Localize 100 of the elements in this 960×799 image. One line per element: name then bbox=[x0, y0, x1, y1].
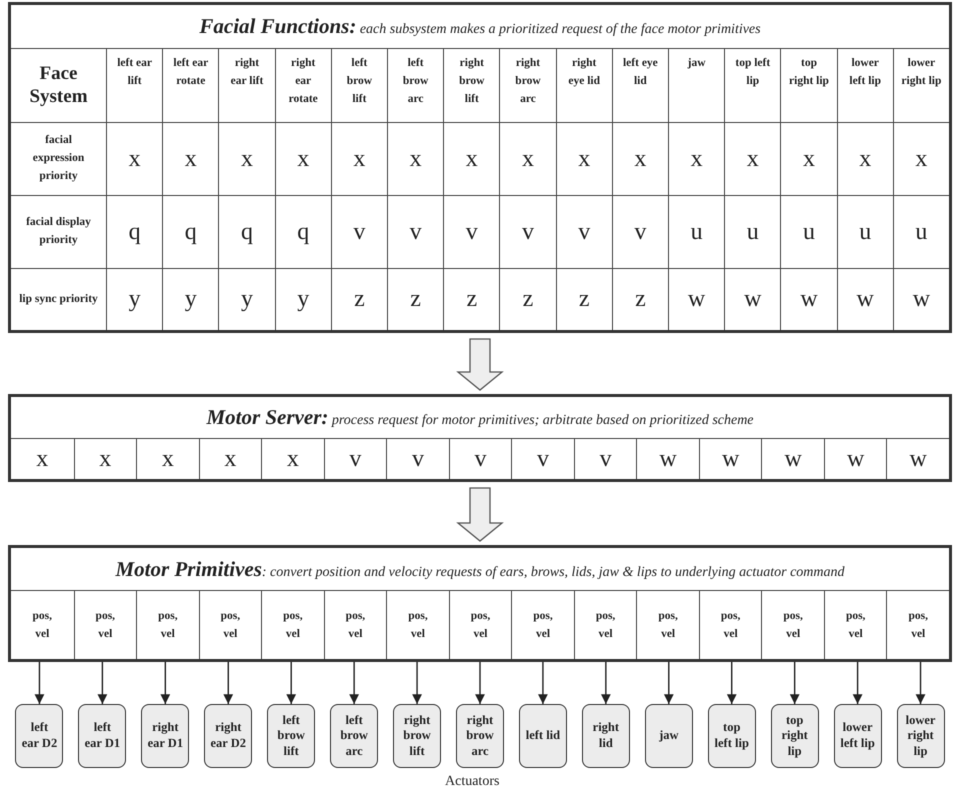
priority-code: x bbox=[578, 146, 590, 172]
arbitrated-code: x bbox=[162, 446, 174, 472]
priority-code: x bbox=[802, 146, 815, 172]
request-cell: pos, vel bbox=[761, 591, 824, 659]
actuator-box: left ear D1 bbox=[78, 704, 126, 768]
actuator-box: left brow lift bbox=[267, 704, 316, 768]
priority-code: x bbox=[634, 146, 646, 172]
actuator-box: left lid bbox=[518, 704, 567, 768]
priority-code: q bbox=[184, 218, 197, 246]
actuator-box: right ear D2 bbox=[204, 704, 252, 768]
actuator-box: right brow lift bbox=[393, 704, 442, 768]
row-header: facial expression priority bbox=[32, 133, 86, 184]
priority-code: u bbox=[690, 218, 703, 246]
request-cell: pos, vel bbox=[324, 591, 386, 659]
column-header: right eye lid bbox=[567, 56, 601, 89]
priority-code: v bbox=[634, 218, 646, 246]
column-header: top left lip bbox=[734, 56, 772, 89]
column-header: left brow lift bbox=[346, 56, 374, 107]
priority-code: x bbox=[128, 146, 141, 172]
request-cell: pos, vel bbox=[886, 591, 949, 659]
priority-code: q bbox=[128, 218, 141, 246]
request-cell: pos, vel bbox=[136, 591, 199, 659]
block-arrow bbox=[456, 338, 504, 391]
priority-code: z bbox=[635, 286, 646, 313]
actuator-box: right ear D1 bbox=[141, 704, 190, 768]
priority-code: y bbox=[240, 286, 253, 313]
table-title: Facial Functions: each subsystem makes a prioritized request of the face motor primitives bbox=[199, 14, 761, 39]
request-cell: pos, vel bbox=[574, 591, 636, 659]
priority-code: z bbox=[466, 286, 478, 313]
column-header: top right lip bbox=[788, 56, 830, 89]
arbitrated-code: w bbox=[910, 446, 927, 472]
column-header: left eye lid bbox=[622, 56, 659, 89]
table-title: Motor Server: process request for motor primitives; arbitrate based on prioritized scheme bbox=[206, 405, 754, 430]
priority-code: u bbox=[746, 218, 759, 246]
column-header: right brow lift bbox=[458, 56, 486, 107]
priority-code: x bbox=[184, 146, 197, 172]
column-header: lower right lip bbox=[900, 56, 942, 89]
column-header: right ear rotate bbox=[288, 56, 319, 107]
priority-code: x bbox=[859, 146, 872, 172]
request-cell: pos, vel bbox=[386, 591, 449, 659]
priority-code: v bbox=[410, 218, 422, 246]
priority-code: x bbox=[746, 146, 759, 172]
priority-code: x bbox=[353, 146, 366, 172]
priority-code: x bbox=[240, 146, 253, 172]
priority-code: x bbox=[690, 146, 703, 172]
arbitrated-code: x bbox=[36, 446, 48, 472]
priority-code: x bbox=[466, 146, 478, 172]
arbitrated-code: w bbox=[722, 446, 740, 472]
request-cell: pos, vel bbox=[698, 591, 762, 659]
request-cell: pos, vel bbox=[11, 591, 74, 659]
priority-code: v bbox=[578, 218, 590, 246]
column-header: jaw bbox=[688, 56, 706, 71]
request-cell: pos, vel bbox=[261, 591, 324, 659]
arbitrated-code: v bbox=[349, 446, 362, 472]
actuator-box: top right lip bbox=[770, 704, 819, 768]
priority-code: x bbox=[410, 146, 422, 172]
actuator-box: right brow arc bbox=[456, 704, 504, 768]
request-cell: pos, vel bbox=[448, 591, 512, 659]
priority-code: y bbox=[297, 286, 310, 313]
request-cell: pos, vel bbox=[636, 591, 699, 659]
priority-code: q bbox=[297, 218, 310, 246]
actuator-box: jaw bbox=[644, 704, 693, 768]
priority-code: u bbox=[859, 218, 872, 246]
actuator-box: left brow arc bbox=[330, 704, 378, 768]
arbitrated-code: x bbox=[286, 446, 299, 472]
priority-code: u bbox=[802, 218, 815, 246]
arbitrated-code: v bbox=[412, 446, 424, 472]
request-cell: pos, vel bbox=[74, 591, 136, 659]
request-cell: pos, vel bbox=[824, 591, 886, 659]
priority-code: x bbox=[297, 146, 310, 172]
priority-code: z bbox=[410, 286, 421, 313]
priority-code: w bbox=[688, 286, 706, 313]
arbitrated-code: w bbox=[784, 446, 802, 472]
actuator-box: right lid bbox=[582, 704, 630, 768]
actuator-box: lower right lip bbox=[896, 704, 945, 768]
priority-code: w bbox=[912, 286, 930, 313]
actuator-box: left ear D2 bbox=[15, 704, 64, 768]
actuator-box: lower left lip bbox=[834, 704, 882, 768]
table bbox=[8, 2, 952, 333]
column-header: left ear rotate bbox=[172, 56, 210, 89]
table-title: Motor Primitives: convert position and velocity requests of ears, brows, lids, jaw & lips to underlying actuator command bbox=[115, 556, 845, 582]
table bbox=[8, 394, 952, 482]
priority-code: z bbox=[578, 286, 590, 313]
priority-code: x bbox=[915, 146, 928, 172]
priority-code: w bbox=[800, 286, 818, 313]
table bbox=[8, 545, 952, 662]
priority-code: w bbox=[856, 286, 874, 313]
group-label: Actuators bbox=[445, 774, 500, 790]
arbitrated-code: w bbox=[659, 446, 677, 472]
priority-code: z bbox=[522, 286, 534, 313]
priority-code: v bbox=[466, 218, 478, 246]
priority-code: u bbox=[915, 218, 928, 246]
arbitrated-code: v bbox=[474, 446, 486, 472]
priority-code: y bbox=[128, 286, 141, 313]
request-cell: pos, vel bbox=[198, 591, 262, 659]
column-header: right ear lift bbox=[230, 56, 264, 89]
corner-header: Face System bbox=[28, 62, 89, 108]
column-header: lower left lip bbox=[848, 56, 882, 89]
block-arrow bbox=[456, 487, 504, 542]
arbitrated-code: w bbox=[847, 446, 864, 472]
